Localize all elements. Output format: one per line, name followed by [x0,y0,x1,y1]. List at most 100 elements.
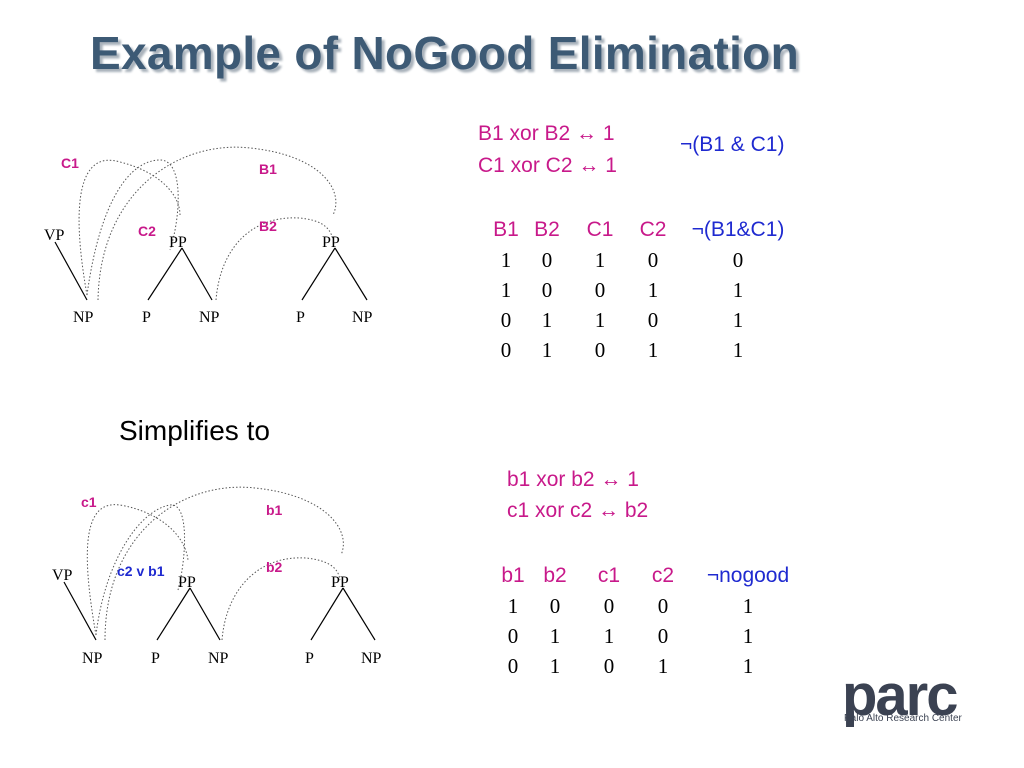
top-tree: VP PP PP NP P NP P NP C1 C2 B1 B2 [44,146,373,326]
cell: 0 [507,653,519,678]
table-header-row: b1 b2 c1 c2 ¬nogood [494,561,810,591]
edge-pp-np [181,247,213,301]
cell: 0 [549,593,561,618]
col-header: c1 [597,564,621,587]
node-np2: NP [208,650,229,667]
bottom-tree: VP PP PP NP P NP P NP c1 c2 v b1 b1 b2 [52,486,382,667]
cell: 0 [647,307,659,332]
label-c1: c1 [81,494,97,510]
edge-vp-np [54,241,88,301]
label-c2-v-b1: c2 v b1 [117,563,165,579]
node-np2: NP [199,309,220,326]
cell: 1 [549,653,561,678]
bottom-rule-1: b1 xor b2 ↔ 1 [507,468,639,491]
cell: 1 [594,247,606,272]
edge-vp-np [63,581,97,641]
cell: 0 [647,247,659,272]
top-rule-2: C1 xor C2 ↔ 1 [478,154,617,177]
cell: 0 [500,307,512,332]
cell: 1 [541,337,553,362]
node-p1: P [151,650,160,667]
cell: 0 [603,653,615,678]
cell: 1 [742,593,754,618]
top-truth-table: B1 B2 C1 C2 ¬(B1&C1) 1 0 1 0 0 1 0 0 1 1… [486,215,802,365]
node-np1: NP [73,309,94,326]
cell: 0 [507,623,519,648]
cell: 0 [500,337,512,362]
col-header: ¬(B1&C1) [691,218,785,241]
node-np3: NP [352,309,373,326]
label-c1: C1 [61,155,79,171]
cell: 0 [657,593,669,618]
parc-logo-subtitle: Palo Alto Research Center [844,713,962,724]
node-pp2: PP [331,574,349,591]
col-header: B1 [493,218,519,241]
arc-b2 [221,557,341,641]
col-header: b1 [501,564,525,587]
cell: 1 [507,593,519,618]
arc-c2 [86,159,179,296]
table-row: 0 1 1 0 1 [486,305,802,335]
simplifies-heading: Simplifies to [119,415,270,446]
table-row: 0 1 0 1 1 [486,335,802,365]
cell: 1 [647,277,659,302]
col-header: B2 [534,218,560,241]
edge-pp2-np [342,587,376,641]
cell: 1 [603,623,615,648]
table-row: 1 0 0 1 1 [486,275,802,305]
node-pp2: PP [322,234,340,251]
slide-title: Example of NoGood Elimination [90,27,799,79]
edge-pp2-np [334,247,368,301]
cell: 1 [742,623,754,648]
node-np3: NP [361,650,382,667]
top-constraint: ¬(B1 & C1) [680,133,785,156]
cell: 1 [647,337,659,362]
node-pp1: PP [169,234,187,251]
table-row: 1 0 1 0 0 [486,245,802,275]
node-p1: P [142,309,151,326]
cell: 0 [541,247,553,272]
edge-pp-np [189,587,221,641]
cell: 0 [732,247,744,272]
cell: 1 [500,247,512,272]
cell: 1 [594,307,606,332]
edge-pp-p [156,587,191,641]
node-pp1: PP [178,574,196,591]
node-np1: NP [82,650,103,667]
table-row: 0 1 0 1 1 [494,651,810,681]
cell: 1 [549,623,561,648]
cell: 0 [594,337,606,362]
label-b1: b1 [266,502,283,518]
col-header: c2 [651,564,675,587]
arc-b1 [97,146,337,301]
cell: 0 [541,277,553,302]
col-header: C1 [586,218,614,241]
label-b1: B1 [259,161,277,177]
cell: 1 [657,653,669,678]
parc-logo: parc [842,663,959,728]
arc-c1 [86,504,189,636]
table-row: 0 1 1 0 1 [494,621,810,651]
col-header: ¬nogood [706,564,790,587]
node-p2: P [296,309,305,326]
arc-b2 [215,217,334,301]
node-vp: VP [52,567,73,584]
node-p2: P [305,650,314,667]
edge-pp2-p [301,247,336,301]
label-b2: b2 [266,559,283,575]
cell: 0 [657,623,669,648]
edge-pp-p [147,247,183,301]
cell: 1 [742,653,754,678]
edge-pp2-p [310,587,344,641]
cell: 1 [500,277,512,302]
col-header: C2 [639,218,667,241]
col-header: b2 [543,564,567,587]
cell: 1 [732,307,744,332]
arc-b1 [104,486,344,641]
label-c2: C2 [138,223,156,239]
top-rule-1: B1 xor B2 ↔ 1 [478,122,615,145]
table-row: 1 0 0 0 1 [494,591,810,621]
node-vp: VP [44,227,65,244]
cell: 1 [541,307,553,332]
